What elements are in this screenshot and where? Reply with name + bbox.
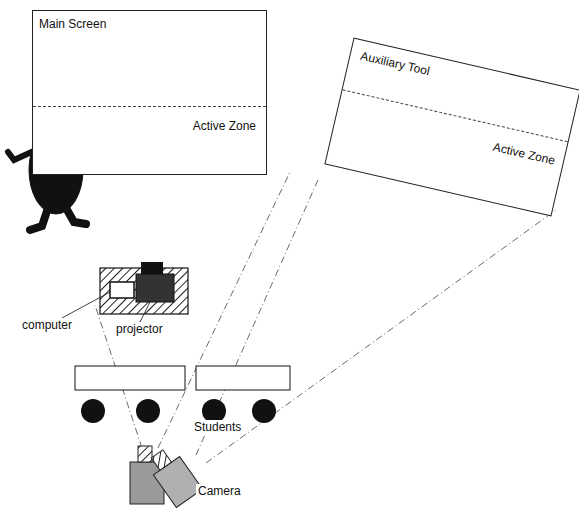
student bbox=[81, 399, 105, 423]
leader-line bbox=[62, 292, 110, 318]
student bbox=[136, 399, 160, 423]
active-zone: Active Zone bbox=[326, 89, 568, 215]
computer-symbol bbox=[110, 282, 134, 298]
auxiliary-tool-text: Auxiliary Tool bbox=[359, 49, 568, 110]
part-label: projector bbox=[114, 322, 165, 336]
leg bbox=[30, 208, 48, 230]
camera-lens bbox=[138, 446, 152, 462]
auxiliary-tool: Auxiliary ToolActive Zone bbox=[324, 37, 579, 216]
sight-line bbox=[196, 180, 318, 455]
part-label: Camera bbox=[196, 484, 243, 498]
desk bbox=[196, 366, 290, 390]
desk bbox=[75, 366, 185, 390]
projector-cart bbox=[62, 262, 188, 322]
sight-line bbox=[206, 210, 556, 463]
leg bbox=[66, 208, 86, 224]
classroom bbox=[75, 366, 290, 423]
cart bbox=[100, 268, 188, 314]
sight-lines bbox=[95, 172, 556, 463]
student bbox=[252, 399, 276, 423]
group-label: Students bbox=[192, 420, 243, 434]
active-zone-text: Active Zone bbox=[43, 119, 256, 133]
main-screen: Main ScreenActive Zone bbox=[32, 10, 267, 175]
active-zone-text: Active Zone bbox=[344, 106, 557, 168]
cameras bbox=[130, 444, 203, 507]
part-label: computer bbox=[20, 318, 74, 332]
active-zone: Active Zone bbox=[33, 106, 266, 174]
camera-lens bbox=[151, 450, 171, 470]
main-screen-text: Main Screen bbox=[39, 17, 260, 31]
projector-symbol bbox=[136, 274, 174, 302]
leader-line bbox=[140, 302, 150, 322]
